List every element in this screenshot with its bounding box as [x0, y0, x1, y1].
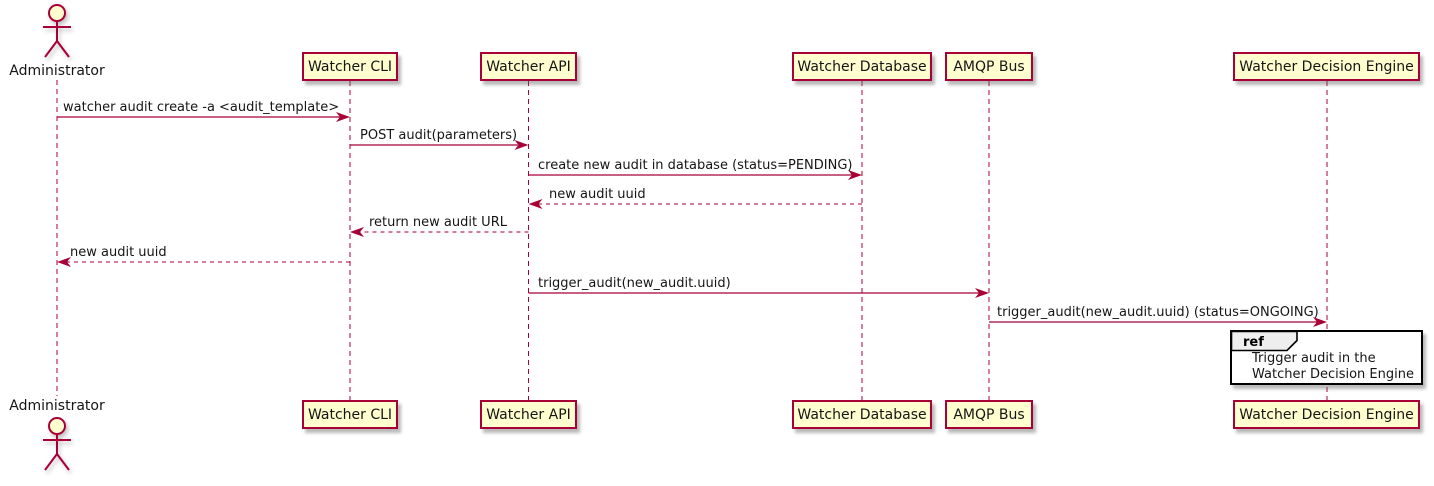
arrow-msg-8 [989, 317, 1327, 327]
arrow-msg-2 [350, 140, 529, 150]
message-label-4: new audit uuid [549, 187, 646, 202]
message-label-2: POST audit(parameters) [360, 128, 518, 143]
lifelines [56, 80, 1328, 400]
ref-fragment-line-2: Watcher Decision Engine [1252, 367, 1414, 382]
arrow-msg-4 [528, 199, 862, 209]
message-label-8: trigger_audit(new_audit.uuid) (status=ON… [997, 305, 1319, 320]
participant-watcher-database-top: Watcher Database [792, 52, 932, 81]
message-label-3: create new audit in database (status=PEN… [538, 158, 853, 173]
arrow-msg-1 [57, 112, 350, 122]
arrow-msg-3 [528, 170, 862, 180]
participant-watcher-database-bottom: Watcher Database [792, 400, 932, 429]
ref-fragment-line-1: Trigger audit in the [1252, 351, 1376, 366]
participant-watcher-cli-top: Watcher CLI [302, 52, 398, 81]
ref-keyword: ref [1243, 335, 1264, 350]
arrow-msg-7 [528, 288, 989, 298]
message-label-1: watcher audit create -a <audit_template> [63, 100, 340, 115]
actor-label-administrator-top: Administrator [9, 63, 105, 79]
participant-amqp-bus-bottom: AMQP Bus [945, 400, 1033, 429]
message-label-6: new audit uuid [70, 245, 167, 260]
participant-watcher-cli-bottom: Watcher CLI [302, 400, 398, 429]
ref-fragment-text: Trigger audit in the Watcher Decision En… [1252, 351, 1414, 383]
participant-watcher-decision-engine-bottom: Watcher Decision Engine [1233, 400, 1420, 429]
message-label-5: return new audit URL [369, 215, 507, 230]
administrator-actor-icon-bottom [43, 417, 71, 471]
actor-label-administrator-bottom: Administrator [9, 398, 105, 414]
arrow-msg-6 [57, 257, 350, 267]
message-arrows [57, 112, 1327, 327]
participant-watcher-decision-engine-top: Watcher Decision Engine [1233, 52, 1420, 81]
participant-watcher-api-bottom: Watcher API [480, 400, 577, 429]
arrow-msg-5 [350, 227, 529, 237]
administrator-actor-icon-top [43, 4, 71, 58]
ref-fragment: ref Trigger audit in the Watcher Decisio… [1230, 330, 1423, 385]
participant-watcher-api-top: Watcher API [480, 52, 577, 81]
ref-tag-pentagon: ref [1231, 331, 1298, 352]
participant-amqp-bus-top: AMQP Bus [945, 52, 1033, 81]
message-label-7: trigger_audit(new_audit.uuid) [538, 276, 731, 291]
